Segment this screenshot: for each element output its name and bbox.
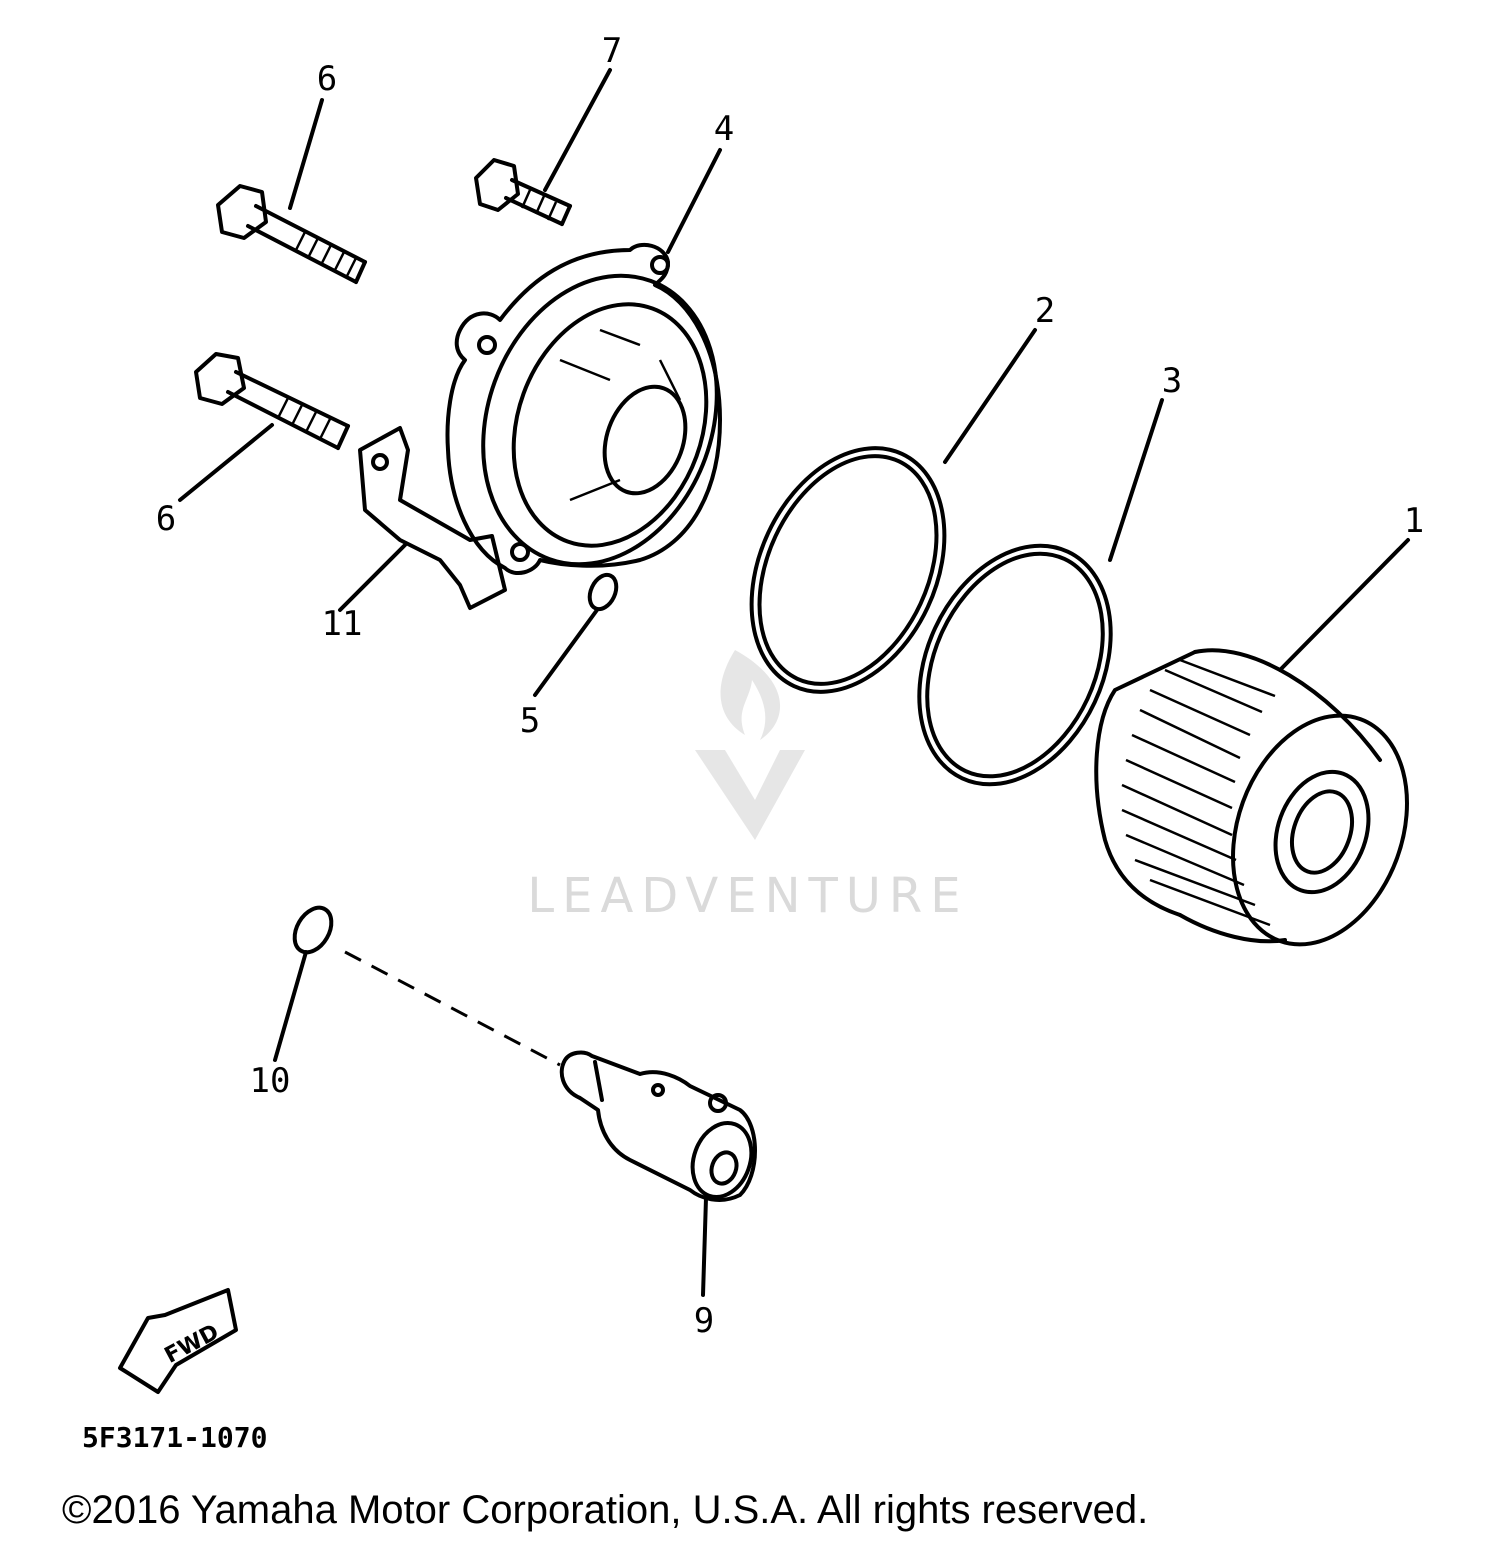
assembly-line [344,950,561,1067]
oring-part-2 [749,446,947,694]
bolt-part-8 [216,184,367,284]
watermark-logo: LEADVENTURE [527,650,968,924]
oring-part-3 [917,543,1113,787]
callout-7: 7 [602,31,622,71]
callout-4: 4 [714,109,734,149]
oring-part-5 [587,572,619,612]
copyright-notice: ©2016 Yamaha Motor Corporation, U.S.A. A… [62,1488,1149,1532]
bracket-part-11 [358,426,507,610]
washer-part-10 [292,905,334,955]
leader-lines [178,68,1410,1297]
callout-1: 1 [1404,501,1424,541]
forward-arrow-icon: FWD [118,1288,238,1394]
callout-labels: 1 2 3 4 5 6 6 7 9 10 11 [156,31,1424,1341]
bolt-part-6 [194,352,350,450]
callout-6-top: 6 [317,59,337,99]
callout-2: 2 [1035,291,1055,331]
filter-cover-part-4 [445,242,722,576]
callout-10: 10 [250,1061,291,1101]
fwd-label: FWD [161,1320,224,1369]
callout-5: 5 [520,701,540,741]
callout-6-bottom: 6 [156,499,176,539]
callout-3: 3 [1162,361,1182,401]
oil-filter-part-1 [1094,648,1409,947]
watermark-text: LEADVENTURE [527,868,968,924]
callout-9: 9 [694,1301,714,1341]
diagram-code: 5F3171-1070 [82,1421,267,1454]
callout-11: 11 [322,604,363,644]
fitting-part-9 [559,1050,757,1202]
bolt-part-7 [474,158,572,226]
